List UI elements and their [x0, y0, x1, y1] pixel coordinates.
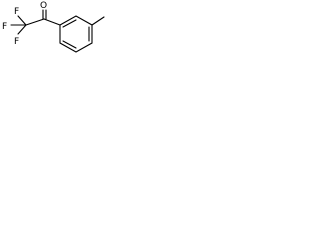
structure-diagram: F F F O [0, 0, 110, 69]
benzene-ring [59, 15, 93, 53]
bond-cf3-carbonyl [25, 18, 45, 26]
atom-label-f-bottom: F [14, 37, 19, 47]
atom-label-f-top: F [14, 7, 19, 17]
ring-double-bond-1 [62, 19, 77, 28]
atom-label-f-left: F [2, 22, 7, 32]
molecule-drawing: F F F O [2, 1, 105, 53]
atom-label-oxygen: O [40, 1, 47, 11]
bond-ring-methyl [91, 16, 105, 26]
ring-double-bond-3 [62, 40, 77, 49]
bond-carbonyl-ring [43, 18, 61, 26]
bond-c-f-bottom [17, 24, 27, 35]
bond-c-f-top [17, 15, 27, 26]
